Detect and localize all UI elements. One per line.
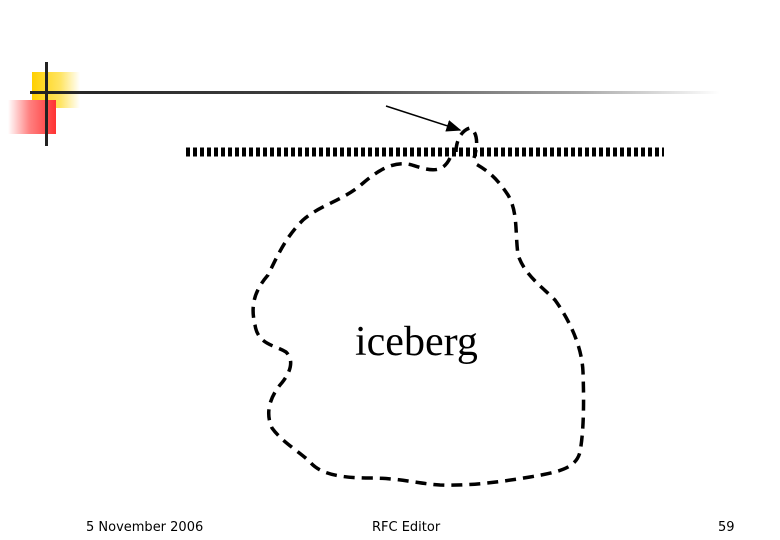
header-vertical-rule: [45, 62, 48, 146]
iceberg-label: iceberg: [355, 319, 478, 365]
footer-date: 5 November 2006: [86, 520, 204, 535]
decorative-red-square: [8, 100, 56, 134]
footer-center-text: RFC Editor: [372, 520, 441, 535]
footer-page-number: 59: [718, 520, 735, 535]
iceberg-outline: [251, 157, 586, 487]
tip-arrow: [385, 105, 462, 132]
iceberg-tip-outline: [454, 126, 479, 159]
header-horizontal-rule: [30, 91, 720, 94]
